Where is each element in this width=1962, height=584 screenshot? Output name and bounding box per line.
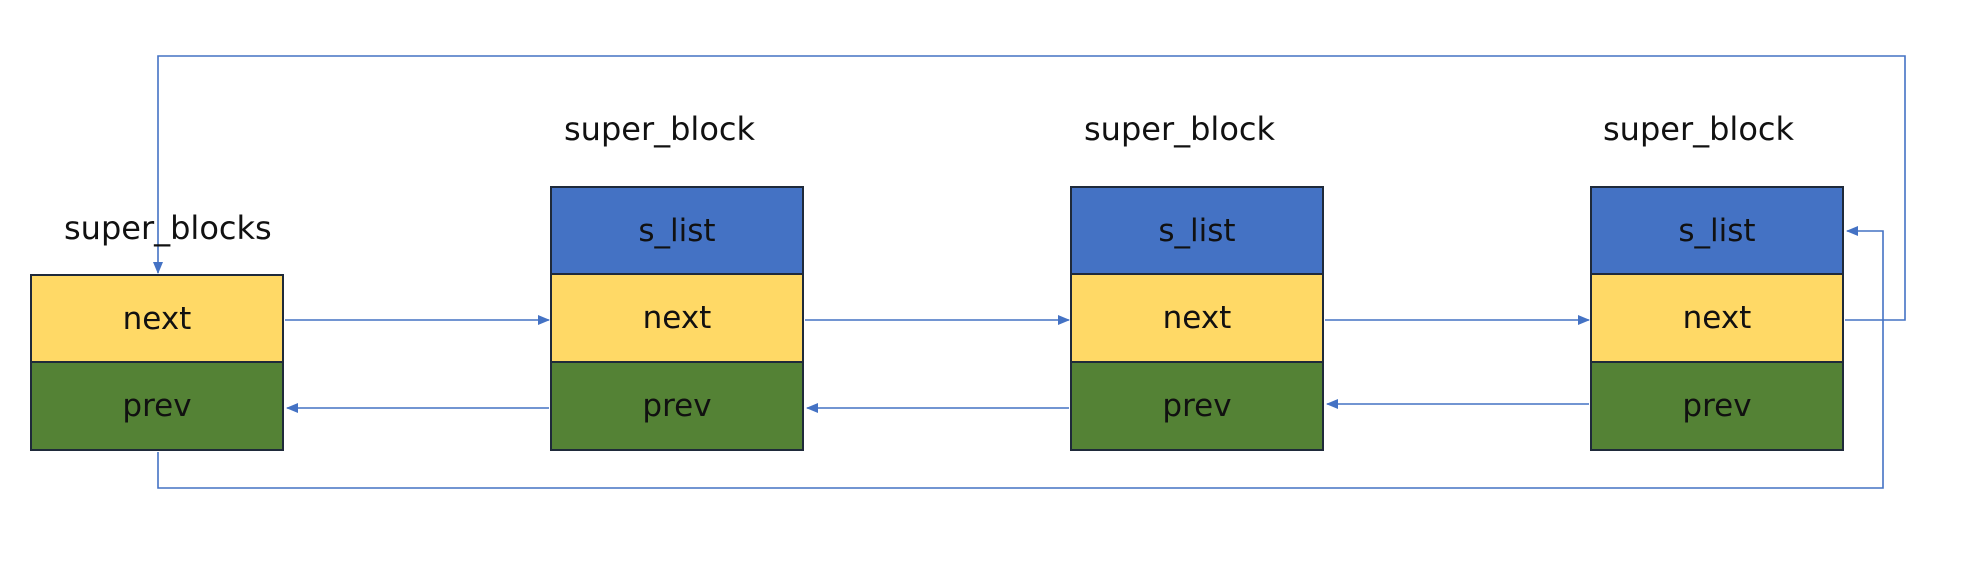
- node2-next-field: next: [1070, 275, 1324, 363]
- super-block-node-3: s_list next prev: [1590, 186, 1844, 451]
- node2-slist-field: s_list: [1070, 186, 1324, 275]
- node3-caption: super_block: [1603, 110, 1795, 148]
- node2-prev-field: prev: [1070, 363, 1324, 451]
- head-prev-field: prev: [30, 363, 284, 451]
- node1-caption: super_block: [564, 110, 756, 148]
- arrow-head-prev-wrap-to-node3-slist: [157, 226, 1884, 489]
- arrow-node3-next-wrap-to-head: [153, 55, 1906, 321]
- node2-caption: super_block: [1084, 110, 1276, 148]
- node3-prev-field: prev: [1590, 363, 1844, 451]
- super-block-node-2: s_list next prev: [1070, 186, 1324, 451]
- node1-slist-field: s_list: [550, 186, 804, 275]
- node1-prev-field: prev: [550, 363, 804, 451]
- head-node: next prev: [30, 274, 284, 451]
- head-caption: super_blocks: [64, 209, 272, 247]
- node3-next-field: next: [1590, 275, 1844, 363]
- node3-slist-field: s_list: [1590, 186, 1844, 275]
- node1-next-field: next: [550, 275, 804, 363]
- head-next-field: next: [30, 274, 284, 363]
- super-block-node-1: s_list next prev: [550, 186, 804, 451]
